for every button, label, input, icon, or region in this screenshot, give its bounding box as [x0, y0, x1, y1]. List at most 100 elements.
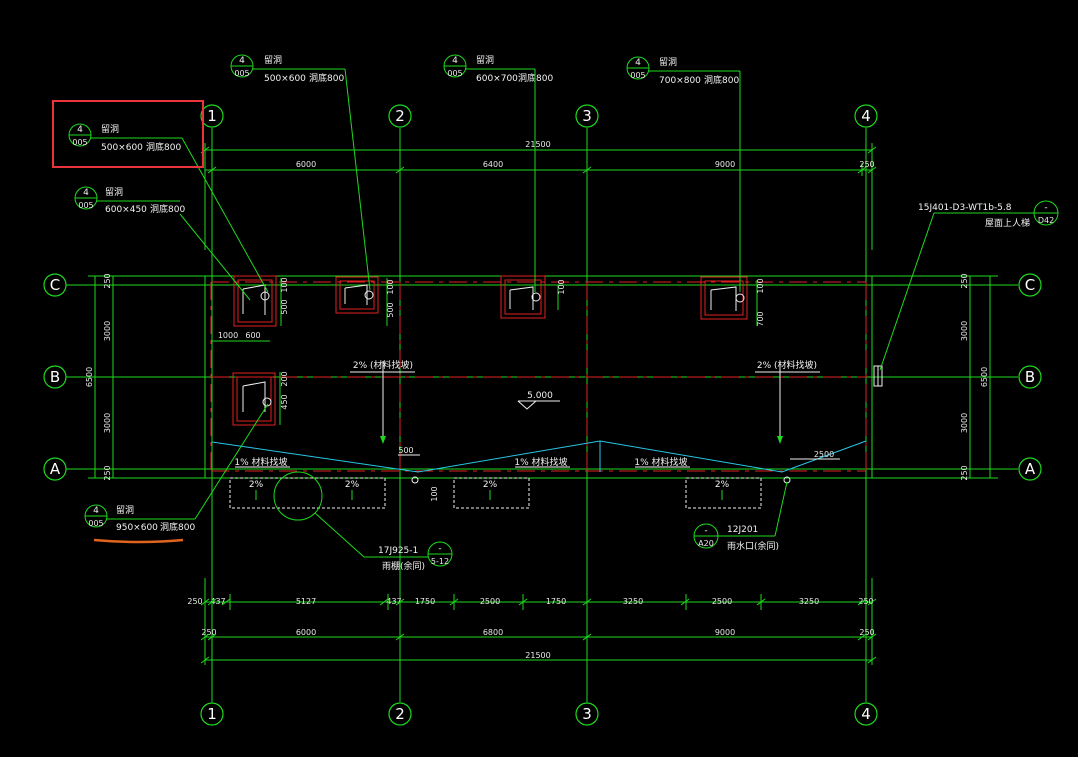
drain-code: 12J201	[727, 525, 758, 535]
axis-label-b-left: B	[50, 368, 60, 386]
underline-mark	[93, 538, 184, 544]
roof-hatch: 100 500 1000 600	[212, 275, 289, 342]
callout-sheet: 005	[72, 138, 87, 147]
ladder-sym-top: -	[1044, 203, 1047, 213]
bottom-dimensions: 250 437 5127 437 1750 2500 1750 3250 250…	[187, 578, 877, 665]
callout-title: 留洞	[264, 54, 282, 66]
axis-label-c-right: C	[1025, 276, 1035, 294]
callout-sheet: 005	[88, 519, 103, 528]
roof-hatches: 100 500 1000 600 100 500 100	[212, 275, 765, 426]
canopy-note: 雨棚(余同)	[382, 560, 425, 572]
grid-lines	[66, 128, 1018, 702]
ladder-note: 屋面上人梯	[985, 217, 1030, 229]
callout-sheet: 005	[234, 69, 249, 78]
opening-callouts: 4 005 留洞 500×600 洞底800 4 005 留洞 600×450 …	[52, 54, 741, 544]
axis-label-1-bottom: 1	[207, 705, 217, 723]
dim-bottom-3: 5127	[296, 597, 316, 606]
slope-label-left: 2% (材料找坡)	[353, 359, 413, 371]
top-dimensions: 21500 6000 6400 9000 250	[200, 140, 877, 250]
dim-bottom-4: 437	[386, 597, 401, 606]
callout-size: 600×700	[476, 74, 518, 84]
opening-callout: 4 005 留洞 500×600 洞底800	[230, 54, 371, 291]
callout-num: 4	[83, 188, 89, 198]
gutter-slope-1: 1% 材料找坡	[234, 456, 287, 468]
elevation-value: 5.000	[527, 391, 553, 401]
dim-left-seg-4: 250	[103, 465, 112, 480]
roof-hatch: 100	[500, 275, 566, 319]
callout-title: 留洞	[659, 56, 677, 68]
callout-size: 600×450	[105, 205, 147, 215]
dim-bottom-11: 250	[858, 597, 873, 606]
axis-label-4-bottom: 4	[861, 705, 871, 723]
dim-bottom-5: 1750	[415, 597, 435, 606]
hatch-dim-200: 200	[280, 371, 289, 386]
drain-sym-top: -	[704, 526, 707, 536]
highlight-box	[52, 100, 204, 168]
right-dimensions: 6500 250 3000 3000 250	[872, 273, 998, 481]
ladder-callout: - D42 15J401-D3-WT1b-5.8 屋面上人梯	[879, 200, 1059, 371]
callout-title: 留洞	[101, 123, 119, 135]
callout-note: 洞底800	[160, 521, 195, 533]
ladder-sym-bot: D42	[1038, 216, 1054, 225]
roof-hatch: 100 500	[335, 276, 395, 326]
dim-bottom-bay-2: 6800	[483, 628, 503, 637]
dim-bottom-8: 3250	[623, 597, 643, 606]
callout-note: 洞底800	[704, 74, 739, 86]
canopy-sym-bot: 5-12	[431, 557, 449, 566]
axis-label-a-right: A	[1025, 460, 1036, 478]
canopy-slope-2: 2%	[345, 480, 360, 490]
dim-bottom-overall: 21500	[525, 651, 550, 660]
dim-left-overall: 6500	[85, 367, 94, 387]
opening-callout: 4 005 留洞 600×450 洞底800	[74, 186, 251, 301]
callout-sheet: 005	[630, 71, 645, 80]
hatch-dim-100: 100	[280, 277, 289, 292]
canopy-code: 17J925-1	[378, 546, 418, 556]
callout-title: 留洞	[116, 504, 134, 516]
drain-note: 雨水口(余同)	[727, 540, 779, 552]
dim-bottom-7: 1750	[546, 597, 566, 606]
opening-callout: 4 005 留洞 600×700 洞底800	[443, 54, 553, 292]
dim-top-end: 250	[859, 160, 874, 169]
axis-label-3-bottom: 3	[582, 705, 592, 723]
opening-callout: 4 005 留洞 500×600 洞底800	[68, 123, 269, 293]
axis-label-4-top: 4	[861, 107, 871, 125]
dim-right-overall: 6500	[980, 367, 989, 387]
callout-title: 留洞	[105, 186, 123, 198]
hatch-dim-100: 100	[386, 279, 395, 294]
callout-title: 留洞	[476, 54, 494, 66]
hatch-dim-500: 500	[280, 299, 289, 314]
dim-bottom-2: 437	[210, 597, 225, 606]
axis-bubbles: 1 2 3 4 1 2 3 4 C B A C B A	[43, 104, 1042, 726]
axis-label-1-top: 1	[207, 107, 217, 125]
canopy-callout: - 5-12 17J925-1 雨棚(余同)	[273, 471, 453, 572]
drain-sym-bot: A20	[698, 539, 714, 548]
dim-bottom-bay-3: 9000	[715, 628, 735, 637]
gutter-slope-2: 1% 材料找坡	[514, 456, 567, 468]
callout-sheet: 005	[447, 69, 462, 78]
hatch-dim-450: 450	[280, 394, 289, 409]
callout-size: 500×600	[264, 74, 306, 84]
axis-label-b-right: B	[1025, 368, 1035, 386]
left-dimensions: 6500 250 3000 3000 250	[85, 273, 205, 481]
hatch-dim-100: 100	[756, 278, 765, 293]
callout-size: 700×800	[659, 76, 701, 86]
ladder-code: 15J401-D3-WT1b-5.8	[918, 203, 1012, 213]
canopy-slope-1: 2%	[249, 480, 264, 490]
dim-bottom-9: 2500	[712, 597, 732, 606]
dim-right-seg-2: 3000	[960, 321, 969, 341]
callout-size: 950×600	[116, 523, 158, 533]
hatch-dim-600: 600	[245, 331, 260, 340]
callout-num: 4	[93, 506, 99, 516]
canopy-slope-4: 2%	[715, 480, 730, 490]
axis-label-2-top: 2	[395, 107, 405, 125]
callout-num: 4	[77, 125, 83, 135]
canopy-slope-3: 2%	[483, 480, 498, 490]
callout-num: 4	[239, 56, 245, 66]
callout-note: 洞底800	[146, 141, 181, 153]
axis-label-3-top: 3	[582, 107, 592, 125]
dim-bottom-mid-right: 250	[859, 628, 874, 637]
hatch-dim-700: 700	[756, 311, 765, 326]
dim-top-overall: 21500	[525, 140, 550, 149]
opening-callout: 4 005 留洞 700×800 洞底800	[626, 56, 741, 292]
dim-right-seg-4: 250	[960, 465, 969, 480]
